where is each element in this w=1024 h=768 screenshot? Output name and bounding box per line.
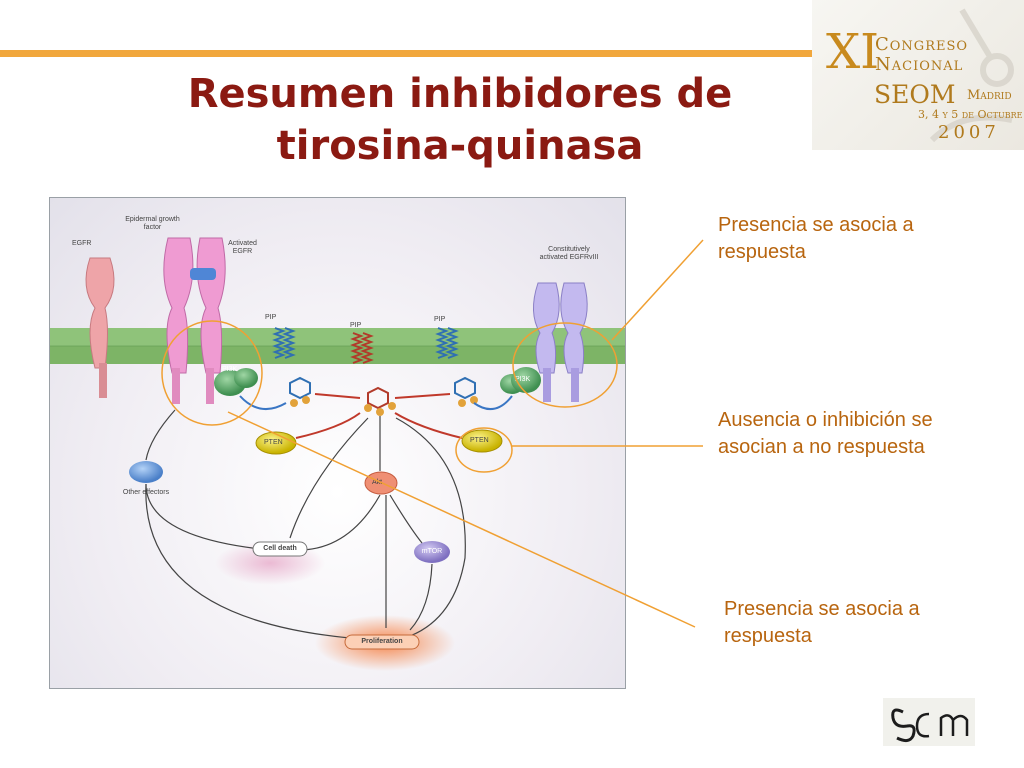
header-accent-line: [0, 50, 812, 57]
annotation-presence-response-top: Presencia se asocia a respuesta: [718, 214, 914, 263]
label-akt: Akt: [372, 479, 383, 486]
congress-year: 2007: [938, 122, 1000, 143]
egfrviii-tail-right: [571, 368, 579, 402]
proliferation-node: [344, 634, 420, 650]
congress-logo: [812, 0, 1024, 150]
label-activated-egfr: Activated EGFR: [228, 240, 257, 255]
congress-word: Congreso: [875, 34, 969, 55]
label-egfrviii: Constitutively activated EGFRvIII: [539, 246, 599, 261]
label-other-effectors: Other effectors: [122, 489, 170, 496]
label-pip2-right: PIP: [434, 316, 446, 323]
egfr-tail: [99, 363, 107, 398]
congress-roman-numeral: XI: [826, 24, 880, 80]
label-pten-right: PTEN: [470, 437, 489, 444]
title-line-2: tirosina-quinasa: [276, 123, 644, 169]
seom-word: SEOM: [874, 80, 956, 109]
city-word: Madrid: [967, 88, 1012, 103]
pip3-coil: [350, 332, 374, 364]
label-egfr: EGFR: [72, 240, 92, 247]
congress-dates: 3, 4 y 5 de Octubre: [918, 108, 1023, 121]
label-proliferation: Proliferation: [361, 638, 403, 645]
activated-egfr-tail-left: [172, 368, 180, 404]
national-word: Nacional: [875, 54, 964, 75]
label-mtor: mTOR: [421, 548, 443, 555]
slide-title: Resumen inhibidores de tirosina-quinasa: [110, 68, 810, 172]
pip2-left-coil: [272, 327, 296, 359]
annotation-presence-response-bottom: Presencia se asocia a respuesta: [724, 598, 920, 647]
label-pi3k-left: PI3K: [222, 366, 238, 373]
label-pip3: PIP: [350, 322, 362, 329]
title-line-1: Resumen inhibidores de: [187, 71, 733, 117]
label-cell-death: Cell death: [263, 545, 297, 552]
label-egf: Epidermal growth factor: [125, 216, 180, 231]
microscope-watermark-icon: [929, 8, 1014, 143]
label-pip2-left: PIP: [265, 314, 277, 321]
other-effectors-node: [129, 461, 163, 483]
egf-ligand: [190, 268, 216, 280]
seom-logo-icon: [891, 708, 969, 743]
label-pten-left: PTEN: [264, 439, 283, 446]
annotation-absence-no-response: Ausencia o inhibición se asocian a no re…: [718, 409, 933, 458]
egfr-pathway-diagram: EGFR Epidermal growth factor Activated E…: [49, 197, 626, 689]
egfrviii-tail-left: [543, 368, 551, 402]
activated-egfr-tail-right: [206, 368, 214, 404]
pip2-right-coil: [435, 327, 459, 359]
label-pi3k-right: PI3K: [515, 376, 531, 383]
seom-logo: [883, 698, 975, 746]
pathway-illustration: [50, 237, 625, 671]
